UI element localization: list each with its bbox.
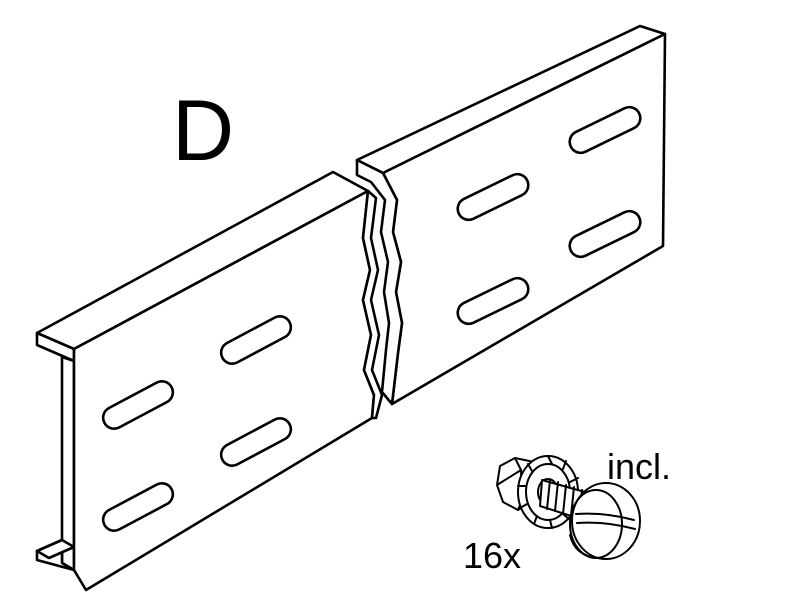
right-plate-slot (568, 105, 642, 155)
left-plate-torn-edge (361, 189, 384, 420)
left-plate-web (60, 355, 76, 572)
left-plate-slot (101, 380, 175, 430)
included-note-label: incl. (607, 446, 672, 487)
left-plate-slot (101, 482, 175, 532)
left-plate-slot (219, 417, 293, 467)
slotted-screw-head-icon (569, 482, 641, 560)
right-plate-slot (568, 209, 642, 259)
left-plate-slot (219, 315, 293, 365)
right-connector-plate (355, 24, 667, 406)
right-plate-slot (456, 276, 530, 326)
hardware-quantity-label: 16x (463, 535, 522, 576)
left-connector-plate (35, 170, 384, 592)
bolt-set-icon (496, 455, 641, 560)
right-plate-slot (456, 172, 530, 222)
part-letter-label: D (172, 83, 235, 179)
